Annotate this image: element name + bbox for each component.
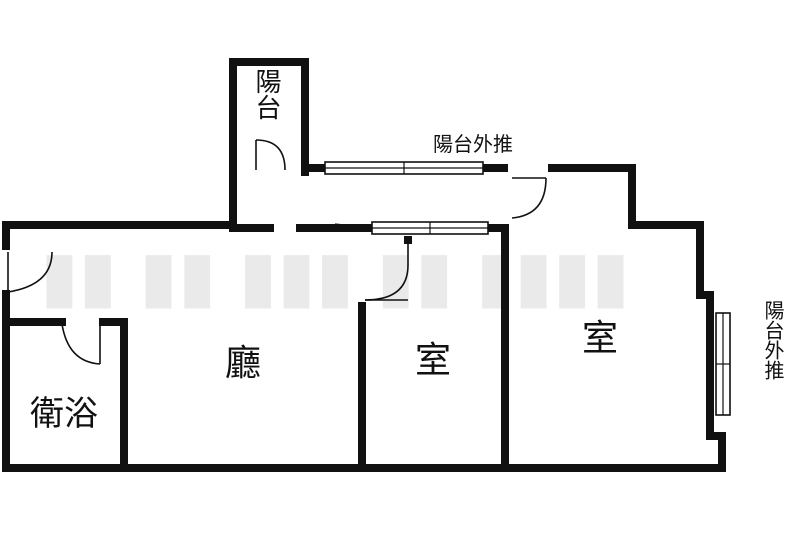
room-label-middle-room: 室 bbox=[415, 340, 451, 381]
door-middle-room bbox=[364, 240, 409, 301]
window-top bbox=[324, 161, 484, 175]
opening-balcony-door bbox=[253, 164, 283, 176]
door-balcony bbox=[255, 139, 286, 171]
door-entry bbox=[7, 251, 53, 293]
opening-entry bbox=[0, 250, 12, 290]
wall-outer bbox=[2, 164, 726, 472]
room-label-balcony: 陽台 bbox=[251, 68, 281, 120]
window-right bbox=[715, 312, 731, 416]
watermark-mark: ▮▮ ▮▮ ▮▮▮ ▮▮ ▮▮▮▮ bbox=[40, 235, 630, 317]
room-label-right-room: 室 bbox=[582, 318, 618, 359]
window-inner bbox=[334, 221, 489, 235]
note-balcony-push-right: 陽台外推 bbox=[761, 300, 785, 380]
door-bath bbox=[61, 323, 101, 365]
room-label-living: 廳 bbox=[225, 343, 261, 384]
wall-balcony-box bbox=[229, 58, 309, 176]
opening-right-room-door bbox=[508, 164, 548, 174]
opening-middle-room-door bbox=[358, 248, 368, 300]
room-label-bath: 衛浴 bbox=[30, 394, 98, 434]
note-balcony-push-top: 陽台外推 bbox=[433, 132, 513, 156]
door-right-room bbox=[511, 177, 547, 219]
watermark: ▮▮ ▮▮ ▮▮▮ ▮▮ ▮▮▮▮ bbox=[40, 235, 630, 317]
